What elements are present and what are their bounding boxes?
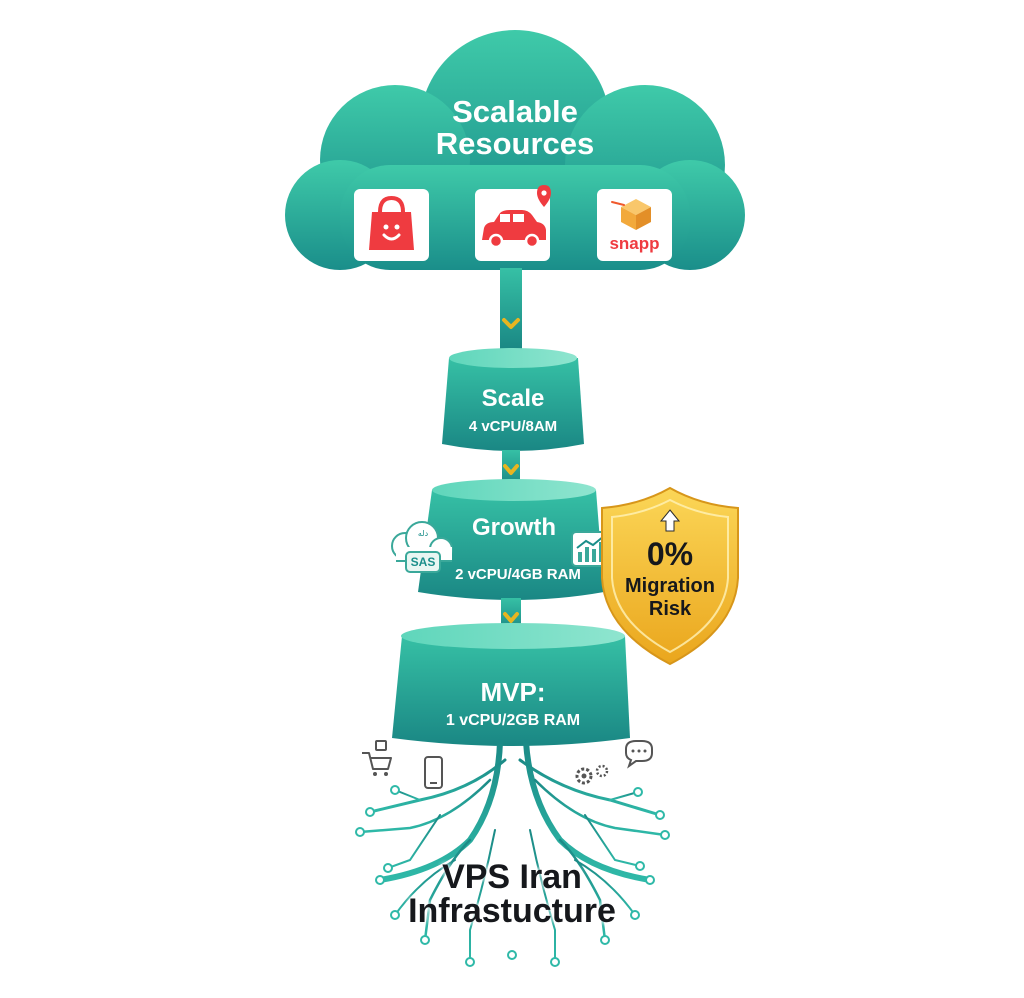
foundation-line2: Infrastucture [408,892,616,930]
shield-badge [601,486,739,666]
shield-migration: Migration [625,575,715,597]
shield-percent: 0% [646,536,694,572]
chevron-down-icon [502,318,520,329]
foundation-line1: VPS Iran [442,858,582,896]
chat-bubble-icon [625,740,653,769]
snapp-label: snapp [609,234,660,253]
tier-mvp-spec: 1 vCPU/2GB RAM [445,712,581,729]
stem-scale-growth [502,450,520,486]
shield-risk: Risk [648,598,692,620]
tier-scale-spec: 4 vCPU/8AM [468,418,558,435]
cloud-stem [500,268,522,350]
car-location-icon [482,185,551,249]
saas-label: SAS [410,555,436,569]
root-network [358,738,667,963]
smartphone-icon [424,756,443,789]
chevron-down-icon [503,464,519,475]
shopping-cart-icon [362,740,392,776]
tier-growth-spec: 2 vCPU/4GB RAM [455,566,581,583]
snapp-box-icon [611,199,651,230]
app-tile-ride [475,185,551,261]
shopping-bag-icon [369,195,414,250]
gears-icon [575,764,609,785]
app-tile-snapp [597,189,672,261]
saas-top-label: ﺩﻟﻪ [417,529,429,538]
cloud-title-line1: Scalable [452,94,578,129]
app-tile-shop [354,189,429,261]
tier-growth-title: Growth [472,514,556,541]
tier-mvp-shape [392,623,630,746]
arrow-up-icon [659,509,681,532]
root-nodes [355,785,670,967]
tier-mvp-title: MVP: [480,677,546,707]
cloud-saas-icon [391,521,453,573]
chevron-down-icon [503,612,519,623]
cloud-title-line2: Resources [435,126,595,161]
tier-growth-shape [418,479,604,600]
tier-scale-shape [442,348,584,451]
tier-scale-title: Scale [481,385,545,412]
